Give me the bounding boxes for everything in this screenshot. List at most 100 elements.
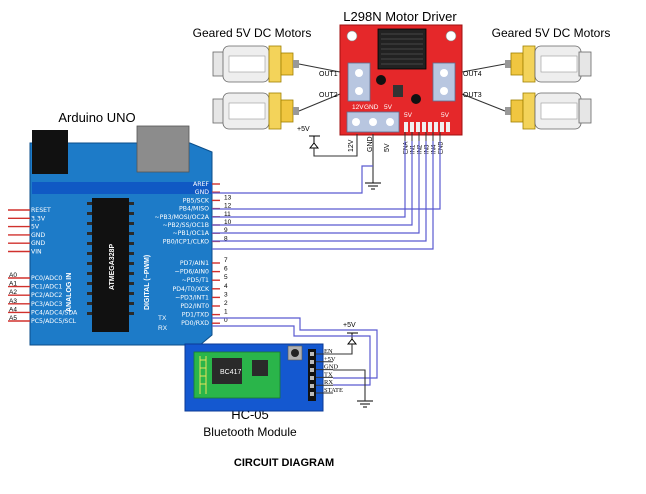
caption: CIRCUIT DIAGRAM — [234, 457, 334, 469]
digital-pin: GND — [195, 189, 209, 196]
label-out4: OUT4 — [463, 71, 482, 78]
digital-pin: ~PB1/OC1A — [172, 230, 209, 237]
motor-left-top — [212, 45, 299, 83]
ext-gnd: GND — [367, 136, 374, 152]
motors-left-title: Geared 5V DC Motors — [193, 26, 312, 40]
digital-pin: PD2/INT0 — [180, 303, 209, 310]
plus5v-bt: +5V — [343, 322, 356, 329]
digital-pin-num: 2 — [224, 300, 228, 307]
digital-pin: PD7/AIN1 — [180, 260, 209, 267]
digital-pin: ~PD6/AIN0 — [175, 269, 209, 276]
analog-pin-num: A0 — [9, 272, 17, 279]
analog-label: ANALOG IN — [66, 273, 73, 312]
chip-label: ATMEGA328P — [109, 244, 116, 290]
digital-pin-num: 4 — [224, 283, 228, 290]
bt-pin-tx: TX — [324, 371, 333, 378]
label-gnd-board: GND — [364, 104, 379, 111]
power-pin: VIN — [31, 249, 42, 256]
analog-pin: PC1/ADC1 — [31, 284, 62, 291]
digital-pin-num: 9 — [224, 227, 228, 234]
digital-label: DIGITAL (~PWM) — [144, 255, 151, 310]
power-pin: RESET — [31, 207, 51, 214]
motor-right-top — [505, 45, 592, 83]
power-pin: GND — [31, 240, 45, 247]
bt-pin-gnd: GND — [324, 364, 338, 371]
digital-pin: PD0/RXD — [181, 320, 209, 327]
digital-pin: ~PB2/SS/OC1B — [163, 222, 210, 229]
bt-pin-en: EN — [324, 348, 333, 355]
digital-pin: PD1/TXD — [182, 312, 210, 319]
digital-pin-num: 8 — [224, 235, 228, 242]
label-5v-a: 5V — [404, 112, 413, 119]
plus5v-top-symbol — [308, 134, 358, 157]
l298n-board — [339, 24, 463, 136]
bt-chip-label: BC417 — [220, 369, 242, 376]
analog-pin-num: A2 — [9, 289, 17, 296]
digital-pin: ~PD3/INT1 — [175, 294, 209, 301]
label-12v-board: 12V — [352, 104, 364, 111]
label-5v-board: 5V — [384, 104, 393, 111]
bt-pin-plus5v: +5V — [324, 356, 336, 363]
hc05-board — [184, 343, 324, 412]
analog-pin-num: A1 — [9, 281, 17, 288]
arduino-board — [29, 125, 213, 346]
digital-pin: ~PB3/MOSI/OC2A — [154, 214, 209, 221]
digital-pin-num: 13 — [224, 194, 232, 201]
rx-label: RX — [158, 325, 168, 332]
bt-ground — [357, 400, 373, 408]
driver-pin-in2: IN2 — [418, 144, 424, 154]
label-out1: OUT1 — [319, 71, 338, 78]
digital-pin-num: 3 — [224, 291, 228, 298]
plus5v-bt-symbol — [346, 332, 358, 345]
driver-pin-ena: ENA — [404, 142, 410, 154]
digital-pin-num: 1 — [224, 309, 228, 316]
driver-ground — [365, 134, 381, 190]
digital-pin-num: 10 — [224, 219, 232, 226]
analog-pin: PC5/ADC5/SCL — [31, 318, 77, 325]
power-pin: GND — [31, 232, 45, 239]
digital-pin: PB0/ICP1/CLKO — [163, 238, 209, 245]
analog-pin: PC0/ADC0 — [31, 275, 62, 282]
label-out3: OUT3 — [463, 92, 482, 99]
label-out2: OUT2 — [319, 92, 338, 99]
power-pin: 5V — [31, 224, 40, 231]
label-5v-b: 5V — [441, 112, 450, 119]
digital-pin-num: 11 — [224, 211, 231, 218]
digital-pin-num: 5 — [224, 274, 228, 281]
bt-pin-state: STATE — [324, 387, 343, 394]
digital-pin: AREF — [193, 181, 209, 188]
analog-pin: PC3/ADC3 — [31, 301, 62, 308]
bt-pin-rx: RX — [324, 379, 333, 386]
driver-pin-in3: IN3 — [425, 144, 431, 154]
digital-pin: ~PD5/T1 — [182, 277, 209, 284]
analog-pin: PC4/ADC4/SDA — [31, 309, 78, 316]
digital-pin-num: 0 — [224, 317, 228, 324]
analog-pin-num: A5 — [9, 315, 17, 322]
digital-pin-num: 12 — [224, 203, 232, 210]
driver-pin-in4: IN4 — [432, 144, 438, 154]
driver-title: L298N Motor Driver — [343, 9, 457, 24]
motor-right-bottom — [505, 92, 592, 130]
ext-12v: 12V — [348, 139, 355, 152]
motor-left-bottom — [212, 92, 299, 130]
driver-pin-enb: ENB — [439, 142, 445, 154]
analog-pin: PC2/ADC2 — [31, 292, 62, 299]
bt-desc: Bluetooth Module — [203, 425, 297, 439]
analog-pin-num: A3 — [9, 298, 17, 305]
motors-right-title: Geared 5V DC Motors — [492, 26, 611, 40]
tx-label: TX — [158, 315, 167, 322]
digital-pin: PB5/SCK — [183, 197, 210, 204]
digital-pin: PB4/MISO — [179, 206, 209, 213]
analog-pin-num: A4 — [9, 306, 17, 313]
digital-pin: PD4/T0/XCK — [173, 286, 210, 293]
motor-wires — [298, 63, 506, 112]
power-pin: 3.3V — [31, 215, 46, 222]
arduino-title: Arduino UNO — [58, 110, 135, 125]
ext-5v: 5V — [384, 143, 391, 152]
wires — [212, 141, 441, 401]
driver-pin-in1: IN1 — [411, 144, 417, 154]
digital-pin-num: 6 — [224, 266, 228, 273]
